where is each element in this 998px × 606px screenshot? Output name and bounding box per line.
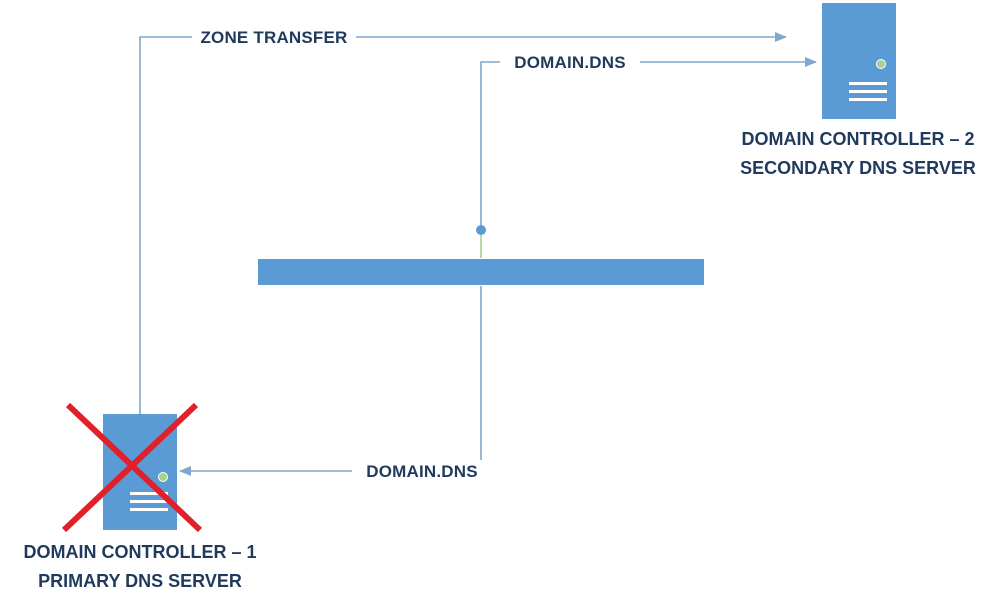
network-bus	[258, 259, 704, 285]
network-connection-dot	[476, 225, 486, 235]
dc2-title: DOMAIN CONTROLLER – 2	[741, 129, 974, 149]
dc1-vent-3	[130, 508, 168, 511]
network-to-dc2-label-bg	[500, 51, 640, 73]
network-to-dc1-connector: DOMAIN.DNS	[179, 286, 492, 482]
red-x-icon	[61, 402, 203, 533]
dc2-vent-1	[849, 82, 887, 85]
dc1-vent-2	[130, 500, 168, 503]
network-to-dc2-connector: DOMAIN.DNS	[476, 51, 817, 258]
dc2-server-icon	[822, 3, 896, 119]
network-to-dc1-label: DOMAIN.DNS	[366, 462, 478, 481]
dc2-role: SECONDARY DNS SERVER	[740, 158, 976, 178]
network-to-dc2-line	[480, 57, 817, 225]
network-to-dc2-label: DOMAIN.DNS	[514, 53, 626, 72]
network-to-dc1-label-bg	[352, 460, 492, 482]
dc2-vent-2	[849, 90, 887, 93]
dc1-title: DOMAIN CONTROLLER – 1	[23, 542, 256, 562]
dc2-vent-3	[849, 98, 887, 101]
dc1-role: PRIMARY DNS SERVER	[38, 571, 242, 591]
dc2-status-led	[876, 59, 886, 69]
zone-transfer-line	[139, 32, 787, 414]
network-to-dc1-line	[179, 286, 482, 476]
zone-transfer-label-bg	[192, 26, 356, 48]
dc1-vent-1	[130, 492, 168, 495]
dc1-status-led	[158, 472, 168, 482]
zone-transfer-label: ZONE TRANSFER	[200, 28, 347, 47]
zone-transfer-connector: ZONE TRANSFER	[139, 26, 787, 414]
